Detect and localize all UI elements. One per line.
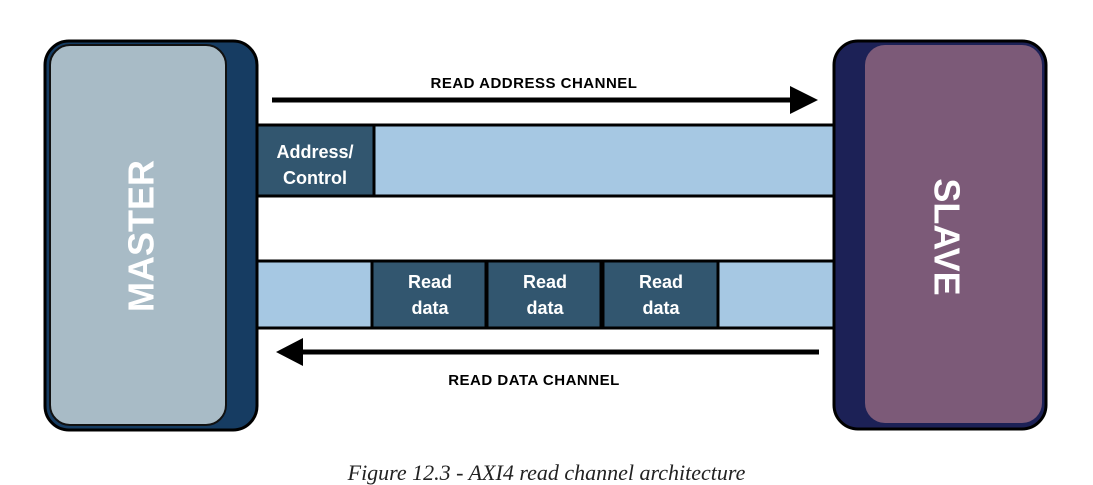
read-data-block-1 bbox=[370, 259, 488, 330]
read-data-block-2-line2: data bbox=[526, 298, 564, 318]
figure-caption: Figure 12.3 - AXI4 read channel architec… bbox=[347, 460, 746, 485]
address-control-line2: Control bbox=[283, 168, 347, 188]
master-label: MASTER bbox=[121, 160, 162, 312]
master-block: MASTER bbox=[43, 39, 259, 432]
slave-face bbox=[865, 45, 1042, 423]
read-data-block-1-line1: Read bbox=[408, 272, 452, 292]
address-control-line1: Address/ bbox=[276, 142, 353, 162]
read-data-block-2 bbox=[485, 259, 603, 330]
read-data-block-2-line1: Read bbox=[523, 272, 567, 292]
read-data-channel: Read data Read data Read data READ DATA … bbox=[255, 259, 836, 389]
read-address-channel-title: READ ADDRESS CHANNEL bbox=[431, 75, 638, 92]
left-arrow-icon bbox=[276, 338, 303, 366]
address-control-block bbox=[255, 123, 376, 198]
slave-label: SLAVE bbox=[927, 178, 968, 295]
read-data-channel-title: READ DATA CHANNEL bbox=[448, 372, 620, 389]
right-arrow-icon bbox=[790, 86, 818, 114]
read-address-channel: READ ADDRESS CHANNEL Address/ Control bbox=[255, 75, 836, 198]
slave-block: SLAVE bbox=[832, 39, 1048, 431]
read-data-block-3 bbox=[601, 259, 720, 330]
read-data-block-3-line1: Read bbox=[639, 272, 683, 292]
read-data-block-3-line2: data bbox=[642, 298, 680, 318]
master-face bbox=[49, 44, 227, 426]
read-data-block-1-line2: data bbox=[411, 298, 449, 318]
